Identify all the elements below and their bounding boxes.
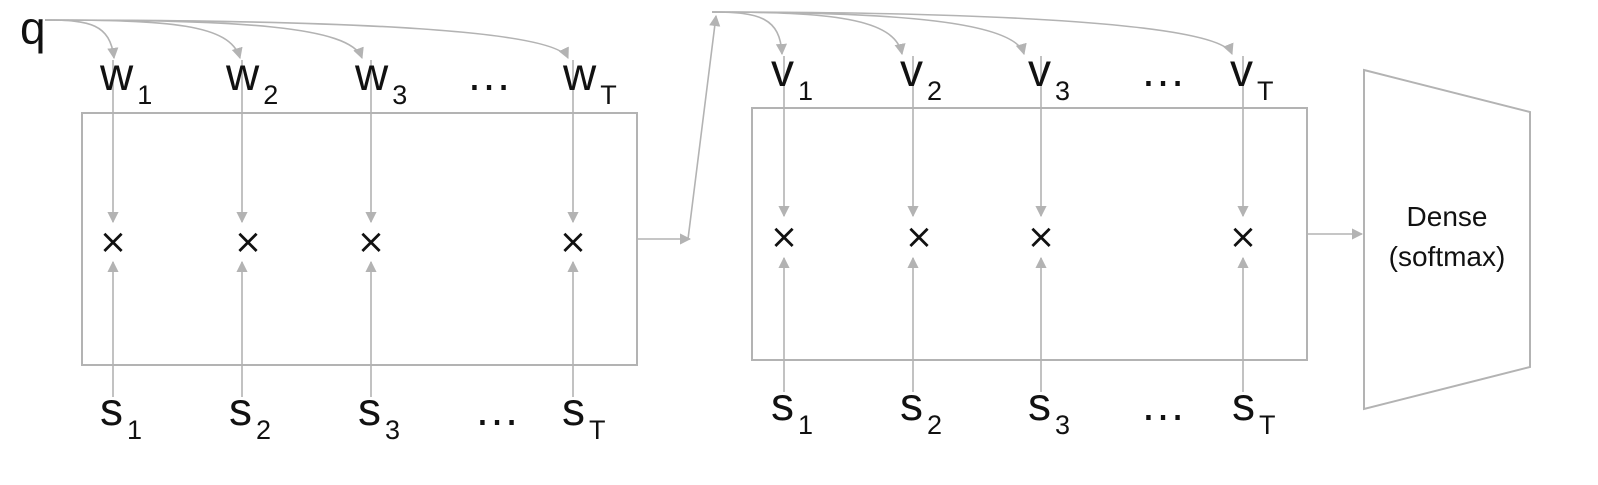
query-label: q [20,2,46,54]
multiply-symbol: × [1027,217,1056,257]
first-stage-output-wire [687,14,721,240]
v-ellipsis: … [1140,44,1186,96]
w-ellipsis: … [466,48,512,100]
dense-softmax-block [1363,68,1531,411]
query-to-w2-arrow [44,19,243,60]
weighted-to-v2-arrow [711,11,906,56]
query-to-wT-arrow [44,19,569,60]
s-ellipsis: … [1140,378,1186,430]
multiply-symbol: × [770,217,799,257]
weighted-to-v3-arrow [711,11,1027,56]
dense-label: Dense [1407,201,1488,232]
weighted-to-vT-arrow [711,11,1234,56]
multiply-symbol: × [559,222,588,262]
second-stage-columns: × × × × [770,56,1258,392]
multiply-symbol: × [99,222,128,262]
softmax-label: (softmax) [1389,241,1506,272]
s-ellipsis: … [474,383,520,435]
multiply-symbol: × [234,222,263,262]
first-stage-columns: × × × × [99,60,588,397]
multiply-symbol: × [357,222,386,262]
multiply-symbol: × [1229,217,1258,257]
multiply-symbol: × [905,217,934,257]
